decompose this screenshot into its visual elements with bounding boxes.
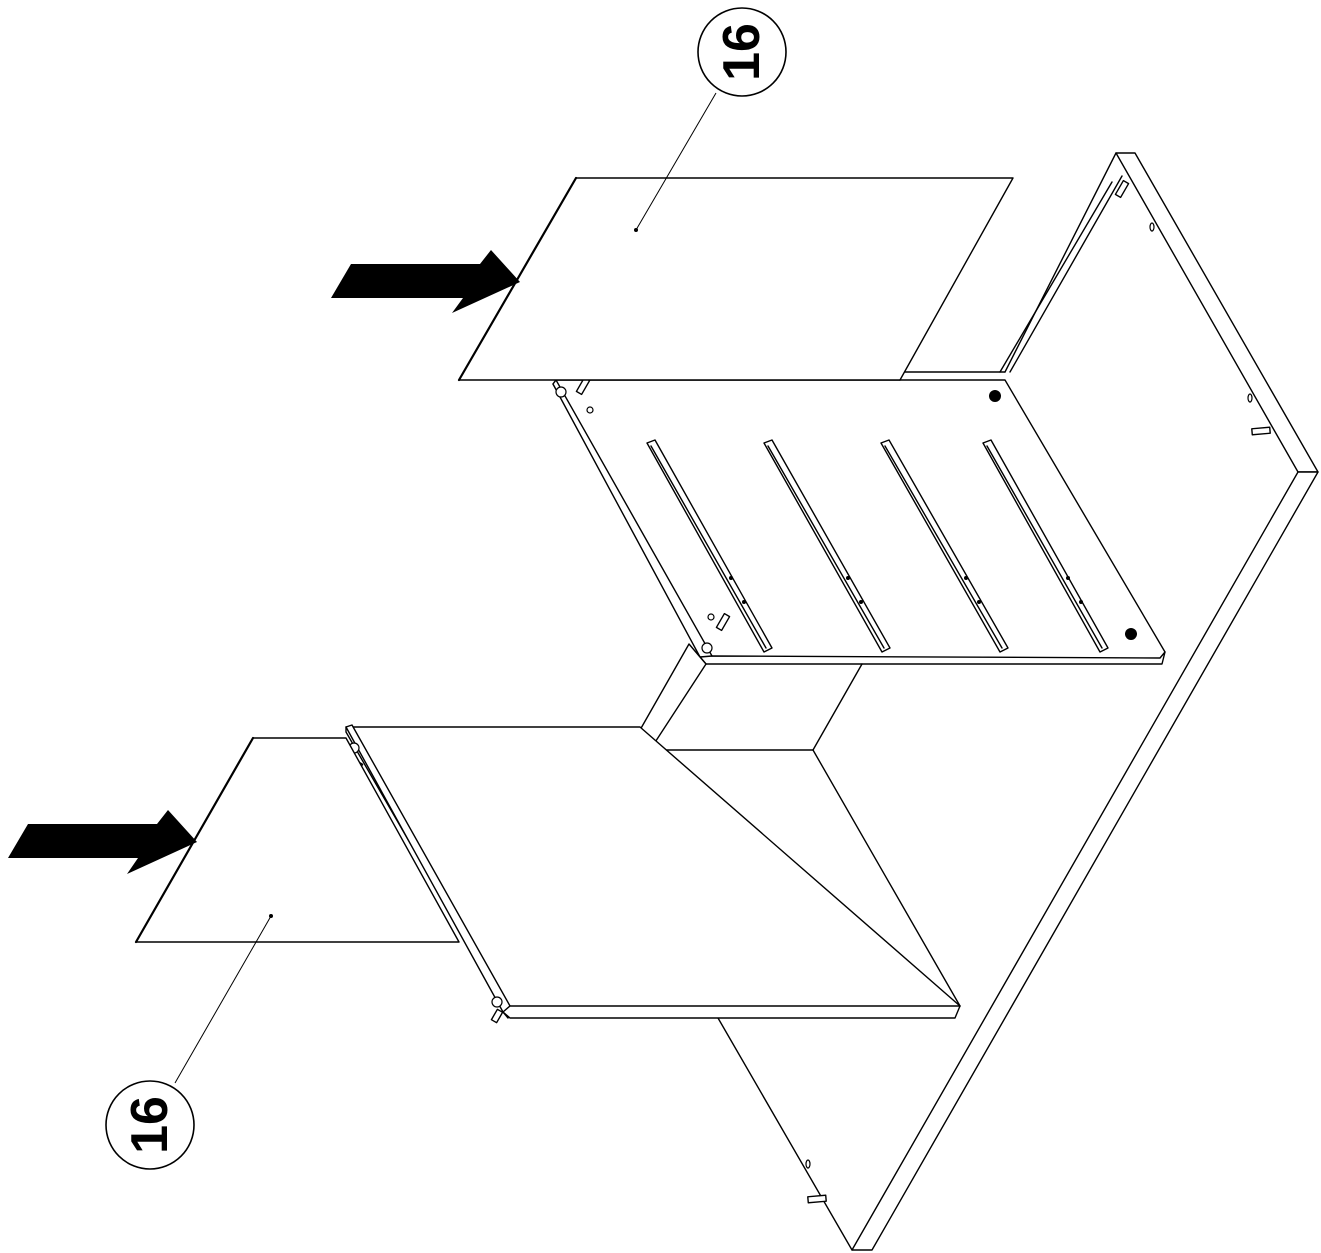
callout-bottom: 16 bbox=[105, 1080, 195, 1170]
drawer-runner bbox=[880, 439, 1009, 653]
base-panel bbox=[717, 152, 1319, 1251]
middle-divider bbox=[639, 643, 961, 1007]
callout-label: 16 bbox=[713, 23, 771, 81]
leader-line bbox=[635, 92, 717, 231]
leader-line bbox=[174, 915, 272, 1084]
arrow-icon bbox=[8, 810, 197, 874]
drawer-runner bbox=[646, 439, 773, 653]
callout-label: 16 bbox=[121, 1096, 179, 1154]
arrow-icon bbox=[331, 250, 520, 313]
side-panel-lower bbox=[345, 724, 961, 1024]
drawer-runner bbox=[982, 439, 1109, 653]
callout-top: 16 bbox=[697, 7, 787, 97]
back-panel-16-top bbox=[457, 176, 1014, 382]
drawer-runner bbox=[763, 439, 891, 653]
side-panel-upper bbox=[552, 371, 1166, 665]
